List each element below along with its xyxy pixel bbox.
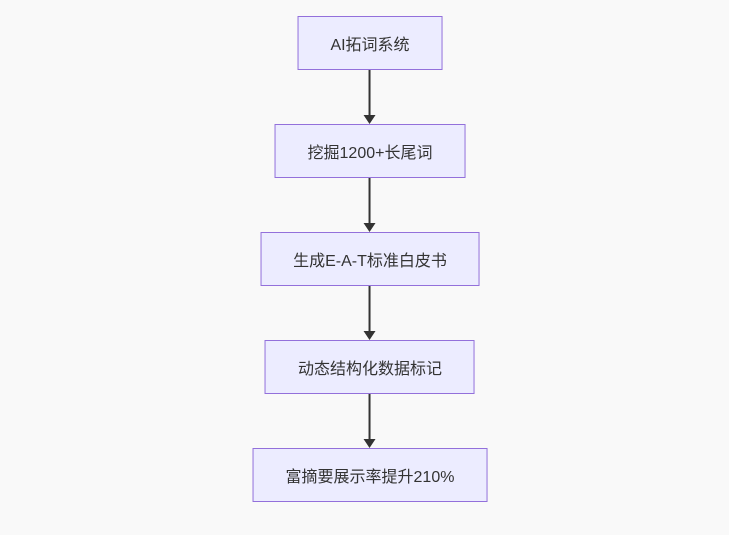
flow-arrow-3	[363, 286, 377, 340]
arrow-line	[369, 286, 371, 332]
node-label: 生成E-A-T标准白皮书	[293, 253, 447, 270]
arrow-head-icon	[364, 223, 376, 232]
node-label: 富摘要展示率提升210%	[285, 469, 455, 486]
flow-node-eat-whitepaper: 生成E-A-T标准白皮书	[260, 232, 480, 286]
flow-arrow-1	[363, 70, 377, 124]
arrow-line	[369, 394, 371, 440]
arrow-line	[369, 70, 371, 116]
flow-arrow-2	[363, 178, 377, 232]
node-label: 挖掘1200+长尾词	[307, 145, 433, 162]
node-label: 动态结构化数据标记	[297, 361, 442, 378]
arrow-head-icon	[364, 439, 376, 448]
flowchart: AI拓词系统 挖掘1200+长尾词 生成E-A-T标准白皮书 动态结构化数据标记…	[252, 16, 488, 502]
arrow-head-icon	[364, 115, 376, 124]
arrow-line	[369, 178, 371, 224]
flow-node-rich-snippet-result: 富摘要展示率提升210%	[252, 448, 488, 502]
node-label: AI拓词系统	[330, 37, 410, 54]
flow-node-ai-word-system: AI拓词系统	[297, 16, 443, 70]
flow-node-structured-data: 动态结构化数据标记	[264, 340, 475, 394]
arrow-head-icon	[364, 331, 376, 340]
flow-arrow-4	[363, 394, 377, 448]
flow-node-longtail-mining: 挖掘1200+长尾词	[274, 124, 466, 178]
